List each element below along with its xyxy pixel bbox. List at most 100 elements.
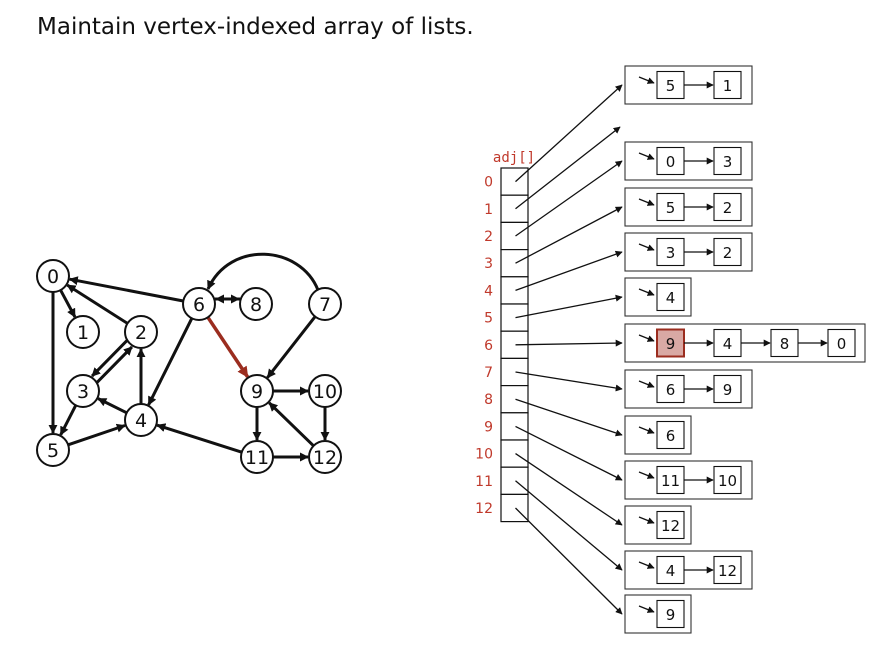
- vertex-label: 6: [193, 294, 205, 316]
- edge-2-to-3: [90, 339, 129, 378]
- list-pointer: [515, 84, 623, 183]
- head-pointer: [638, 605, 655, 613]
- adj-array-cell: [500, 221, 529, 251]
- edge-7-to-9: [266, 315, 317, 379]
- head-pointer: [638, 380, 655, 388]
- adj-array-cell: [500, 249, 529, 278]
- list-pointer: [515, 294, 623, 319]
- adj-array-cell: [500, 194, 529, 223]
- adj-index-label: 8: [484, 392, 493, 408]
- list-node-value: 11: [661, 472, 680, 490]
- head-pointer: [638, 471, 655, 479]
- adj-index-label: 3: [484, 256, 493, 272]
- adj-index-label: 1: [484, 202, 493, 218]
- list-node-value: 5: [666, 77, 676, 95]
- vertex-label: 5: [47, 440, 59, 462]
- vertex-1: 1: [66, 315, 100, 349]
- head-pointer: [638, 516, 655, 524]
- list-node: [713, 374, 742, 404]
- list-node: [656, 192, 685, 222]
- vertex-label: 2: [135, 322, 147, 344]
- adj-array-cell: [500, 357, 529, 387]
- vertex-2: 2: [124, 315, 158, 349]
- edge-2-to-0: [66, 283, 129, 325]
- list-node: [713, 192, 742, 222]
- vertex-label: 1: [77, 322, 89, 344]
- list-node-highlighted: [656, 328, 685, 358]
- list-pointer: [515, 425, 623, 481]
- head-pointer: [638, 426, 655, 434]
- list-node: [656, 282, 685, 312]
- adj-index-label: 2: [484, 229, 493, 245]
- list-pointer: [515, 250, 623, 292]
- head-pointer: [638, 561, 655, 569]
- edge-4-to-3: [97, 397, 128, 415]
- edge-0-to-1: [59, 289, 77, 318]
- head-pointer: [638, 288, 655, 296]
- head-pointer: [638, 76, 655, 84]
- list-node-value: 2: [723, 199, 733, 217]
- list-node: [713, 328, 742, 358]
- list-node: [656, 599, 685, 629]
- list-node-value: 4: [666, 289, 676, 307]
- edge-12-to-9: [268, 401, 315, 447]
- vertex-label: 3: [77, 381, 89, 403]
- vertex-8: 8: [239, 287, 273, 321]
- head-pointer: [638, 152, 655, 160]
- list-node: [713, 237, 742, 267]
- vertex-10: 10: [308, 374, 342, 408]
- vertex-4: 4: [124, 403, 158, 437]
- list-pointer: [515, 371, 623, 392]
- edge-6-to-4: [147, 317, 194, 406]
- vertex-11: 11: [240, 440, 274, 474]
- list-node-value: 2: [723, 244, 733, 262]
- edge-7-to-6: [206, 252, 320, 291]
- list-node: [713, 555, 742, 585]
- list-node-value: 12: [661, 517, 680, 535]
- vertex-9: 9: [240, 374, 274, 408]
- vertex-5: 5: [36, 433, 70, 467]
- list-node-value: 0: [837, 335, 847, 353]
- list-node-value: 6: [666, 427, 676, 445]
- list-node-value: 0: [666, 153, 676, 171]
- list-node-value: 10: [718, 472, 737, 490]
- vertex-label: 11: [245, 447, 269, 469]
- edge-6-to-0: [68, 276, 184, 303]
- list-pointer: [515, 206, 623, 264]
- adj-array-cell: [500, 167, 529, 196]
- null-pointer: [515, 126, 621, 210]
- vertex-7: 7: [308, 287, 342, 321]
- list-node-value: 6: [666, 381, 676, 399]
- list-node-value: 9: [723, 381, 733, 399]
- edge-11-to-4: [156, 423, 243, 454]
- head-pointer: [638, 243, 655, 251]
- list-node-value: 3: [666, 244, 676, 262]
- adj-index-label: 0: [484, 175, 493, 191]
- vertex-label: 12: [313, 447, 337, 469]
- list-node: [656, 420, 685, 450]
- list-pointer: [515, 160, 623, 237]
- adj-array-cell: [500, 276, 529, 305]
- adj-array-label: adj[]: [493, 150, 535, 166]
- adj-index-label: 6: [484, 338, 493, 354]
- adj-array-cell: [500, 493, 529, 523]
- edge-6-to-9-highlighted: [206, 316, 250, 378]
- list-node: [656, 146, 685, 176]
- adj-index-label: 4: [484, 283, 493, 299]
- vertex-label: 8: [250, 294, 262, 316]
- adj-array-cell: [500, 439, 529, 468]
- vertex-label: 10: [313, 381, 337, 403]
- list-pointer: [515, 507, 623, 615]
- vertex-6: 6: [182, 287, 216, 321]
- list-node-value: 3: [723, 153, 733, 171]
- list-node: [713, 146, 742, 176]
- adj-array-cell: [500, 303, 529, 332]
- edge-3-to-2: [95, 345, 134, 384]
- adj-array-cell: [500, 385, 529, 414]
- head-pointer: [638, 334, 655, 342]
- list-node-value: 12: [718, 562, 737, 580]
- adj-index-label: 7: [484, 365, 493, 381]
- list-pointer: [515, 339, 623, 347]
